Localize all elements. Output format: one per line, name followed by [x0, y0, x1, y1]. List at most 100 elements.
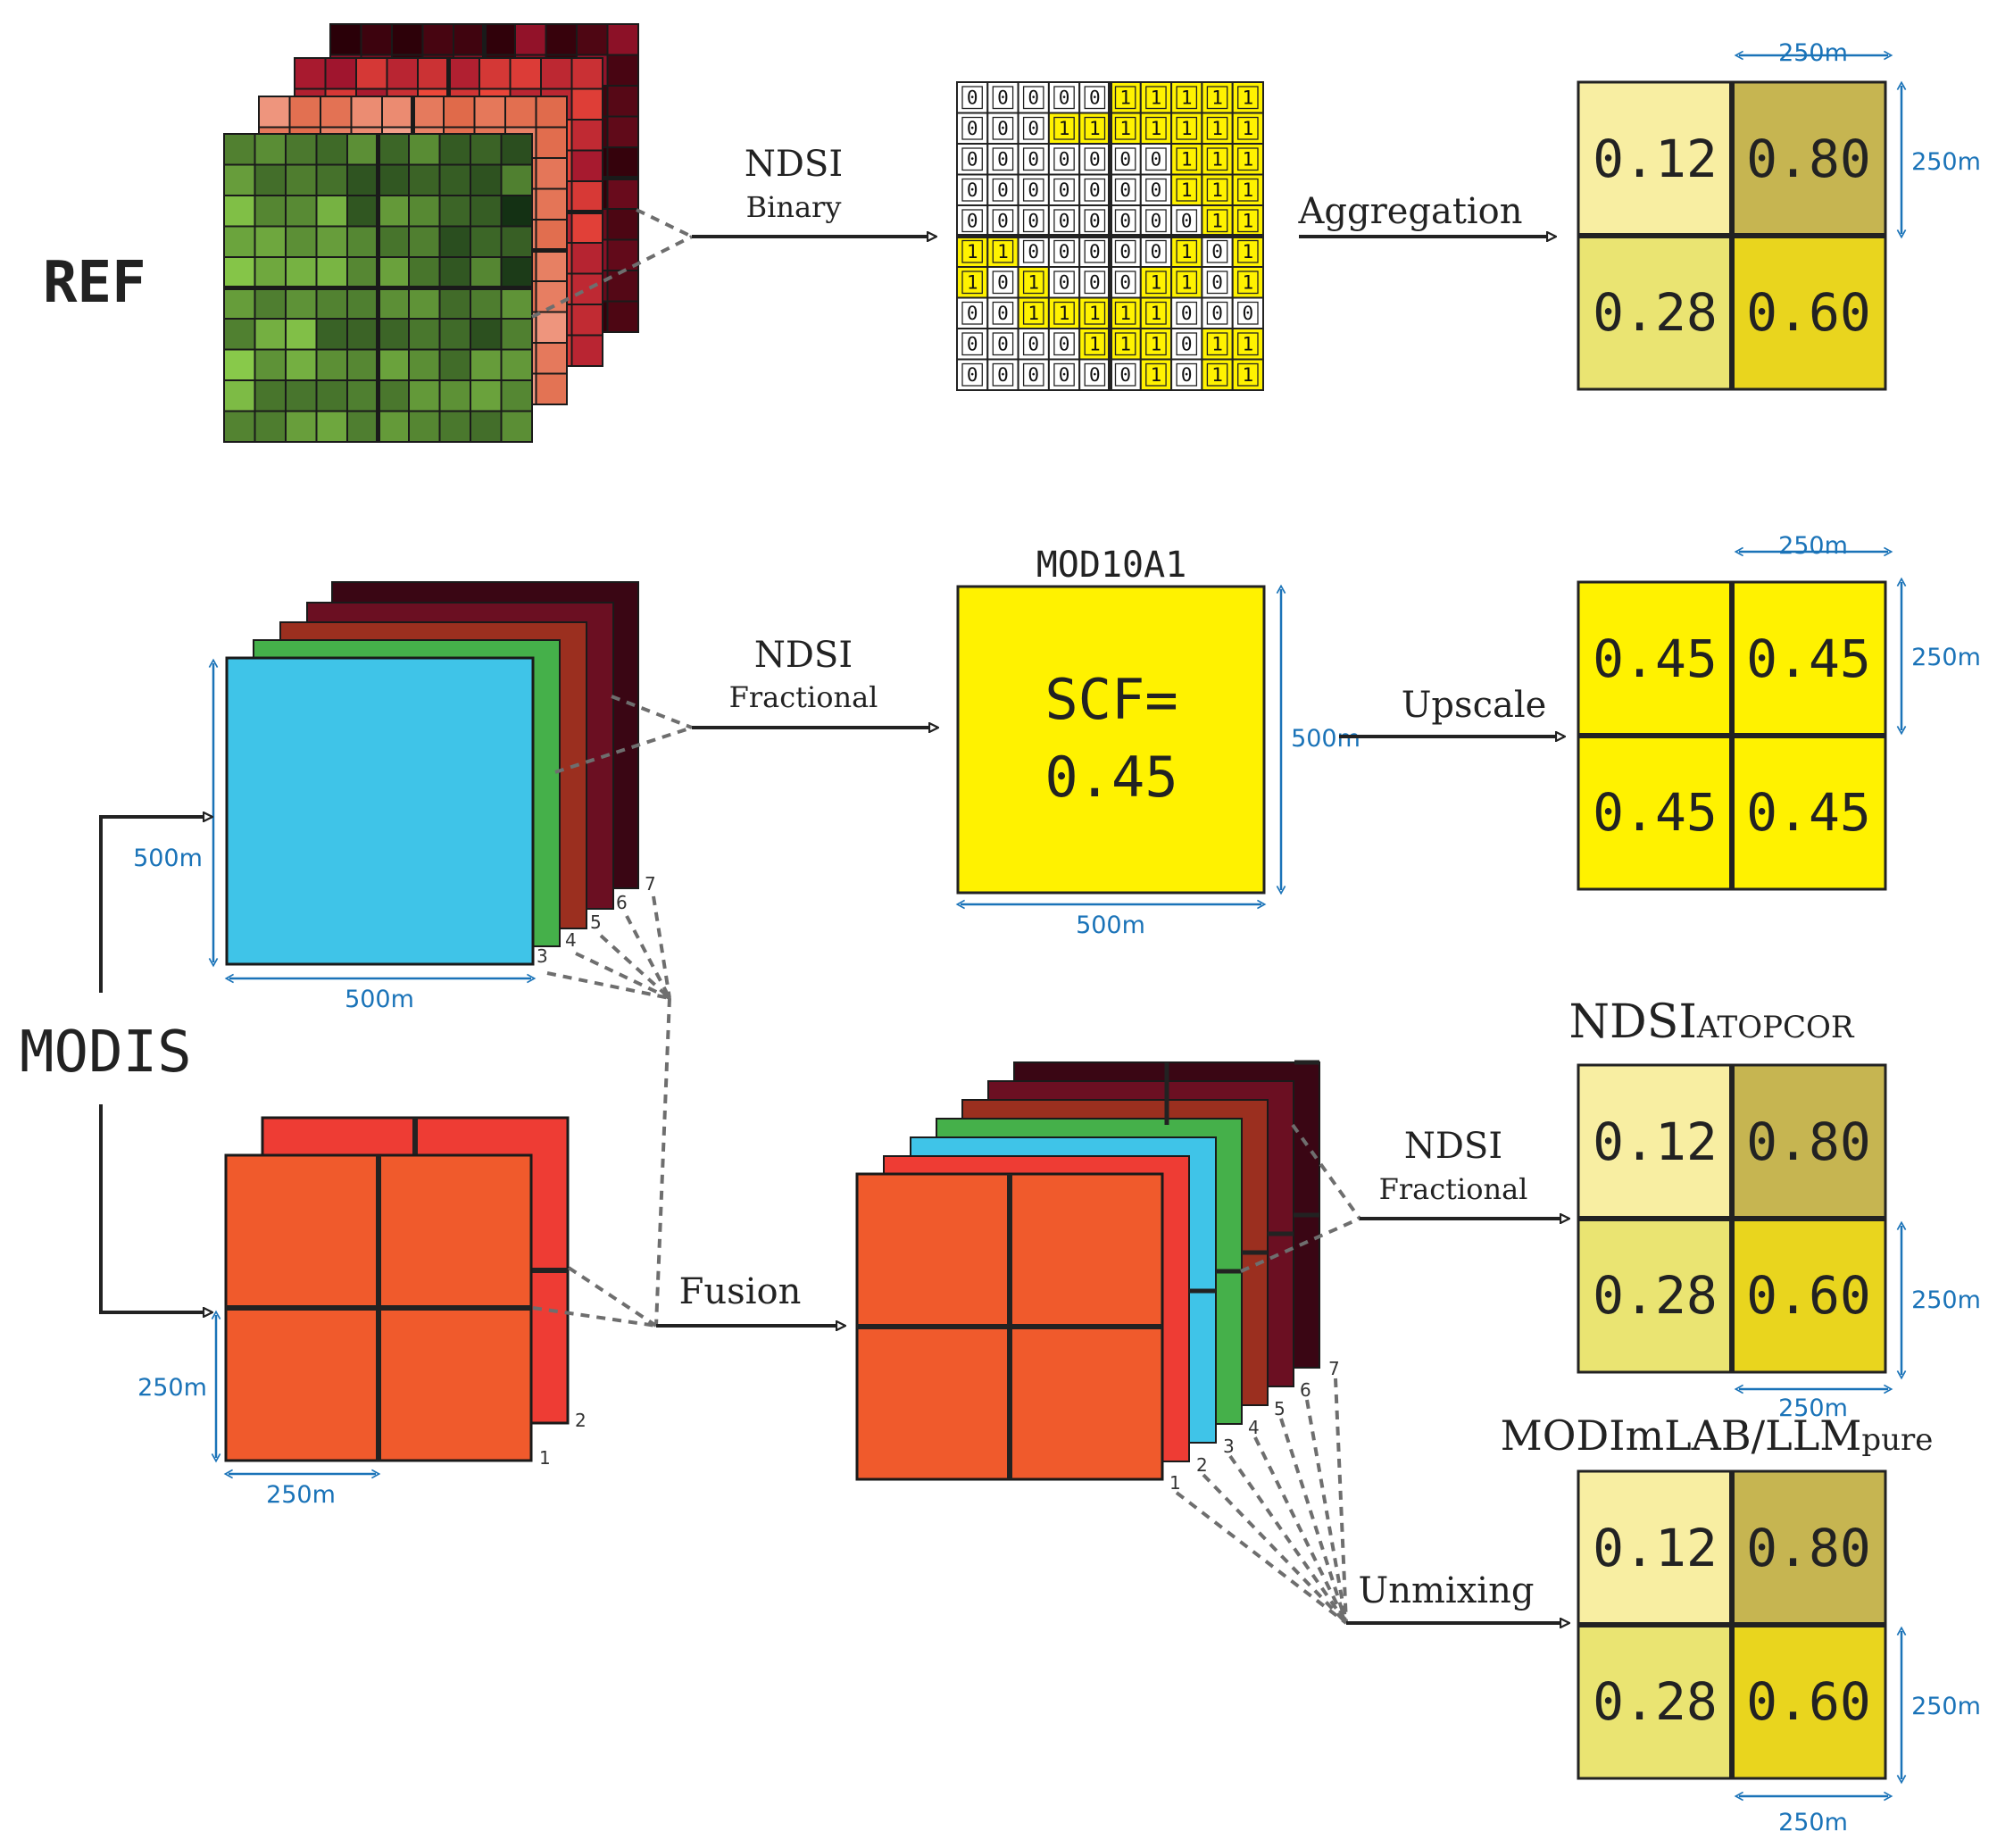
ref-pixel [223, 195, 256, 228]
band-number: 5 [590, 912, 602, 933]
result-cell [1732, 1471, 1885, 1625]
ref-pixel [315, 195, 348, 228]
result-cell [1732, 236, 1885, 389]
binary-cell-frame [1237, 301, 1259, 325]
ref-band-stack [223, 23, 639, 443]
ref-pixel [285, 225, 318, 258]
ref-pixel [438, 225, 471, 258]
binary-cell-value: 0 [1181, 364, 1193, 386]
ref-pixel [285, 163, 318, 196]
ref-pixel [223, 379, 256, 412]
result-cell [1578, 1625, 1732, 1778]
ref-pixel [254, 379, 287, 412]
ref-pixel [223, 348, 256, 381]
ref-pixel [438, 287, 471, 320]
modimlab-llm-title: MODImLAB/LLMpure [1501, 1411, 1934, 1460]
binary-cell-frame [1176, 271, 1198, 295]
result-cell-value: 0.80 [1746, 129, 1871, 189]
binary-cell-frame [1145, 271, 1167, 295]
binary-cell-value: 1 [1181, 148, 1193, 170]
ref-pixel [570, 57, 603, 90]
result-cell-value: 0.28 [1593, 282, 1718, 343]
binary-cell-frame [1145, 239, 1167, 263]
aggregation-label: Aggregation [1297, 191, 1522, 232]
ref-pixel [500, 256, 533, 289]
binary-cell-frame [1176, 209, 1198, 233]
ref-pixel [223, 225, 256, 258]
ref-pixel [408, 256, 441, 289]
binary-cell-value: 1 [1243, 241, 1254, 262]
ref-pixel [570, 242, 603, 275]
binary-cell-frame [1022, 86, 1044, 110]
ref-pixel [470, 256, 503, 289]
binary-label: Binary [746, 190, 842, 224]
binary-cell-frame [992, 86, 1014, 110]
fused-band-numbers: 1 2 3 4 5 6 7 [1169, 1358, 1340, 1494]
binary-cell-value: 0 [1059, 87, 1070, 108]
binary-cell-frame [1022, 271, 1044, 295]
band-number: 4 [565, 929, 577, 951]
ref-pixel [570, 272, 603, 305]
binary-cell-value: 0 [1059, 271, 1070, 293]
binary-cell-value: 1 [1211, 148, 1223, 170]
scf-value: 0.45 [1044, 745, 1177, 810]
ref-pixel [470, 195, 503, 228]
ref-pixel [377, 225, 410, 258]
ref-pixel [408, 410, 441, 443]
binary-cell-value: 1 [1151, 271, 1162, 293]
ref-pixel [438, 348, 471, 381]
binary-cell-value: 1 [1243, 333, 1254, 354]
ref-pixel [438, 318, 471, 351]
dimension-label: 500m [133, 845, 203, 872]
binary-cell-frame [1145, 301, 1167, 325]
binary-cell-frame [1206, 116, 1228, 140]
binary-cell-value: 0 [997, 333, 1009, 354]
binary-cell-frame [1084, 332, 1106, 356]
binary-cell-value: 0 [1151, 148, 1162, 170]
ref-pixel [377, 195, 410, 228]
result-cell [1732, 82, 1885, 236]
ref-connector-lines [531, 208, 693, 319]
binary-cell-value: 1 [1181, 118, 1193, 139]
binary-cell-value: 0 [997, 303, 1009, 324]
binary-cell-value: 0 [1211, 241, 1223, 262]
ref-pixel [223, 318, 256, 351]
binary-cell-frame [1022, 209, 1044, 233]
ref-pixel [285, 133, 318, 166]
binary-cell-value: 0 [1151, 241, 1162, 262]
modis-label: MODIS [20, 1020, 192, 1086]
binary-cell-frame [992, 116, 1014, 140]
ref-pixel [453, 23, 486, 56]
binary-cell-frame [1053, 178, 1075, 202]
binary-cell-value: 0 [1119, 148, 1131, 170]
binary-cell-frame [961, 239, 983, 263]
binary-cell-value: 0 [1028, 241, 1039, 262]
ref-pixel [570, 149, 603, 182]
binary-cell-frame [992, 147, 1014, 171]
result-cell-value: 0.12 [1593, 1518, 1718, 1578]
binary-cell-frame [992, 271, 1014, 295]
ref-pixel [346, 348, 379, 381]
binary-cell-value: 0 [1059, 333, 1070, 354]
result-cell [1578, 1219, 1732, 1372]
result-cell [1578, 82, 1732, 236]
result-cell-value: 0.45 [1746, 782, 1871, 843]
binary-cell-value: 1 [1243, 179, 1254, 201]
binary-cell-value: 0 [1119, 271, 1131, 293]
ref-pixel [570, 180, 603, 213]
binary-cell-value: 0 [967, 364, 978, 386]
band-number: 4 [1248, 1417, 1260, 1438]
binary-cell-frame [1084, 209, 1106, 233]
binary-cell-value: 0 [1028, 118, 1039, 139]
binary-cell-frame [1145, 116, 1167, 140]
result-cell-value: 0.80 [1746, 1111, 1871, 1172]
binary-cell-value: 0 [967, 333, 978, 354]
dimension-label: 250m [1911, 1693, 1981, 1720]
ref-pixel [606, 85, 639, 118]
ref-pixel [447, 57, 480, 90]
binary-cell-frame [1114, 147, 1136, 171]
fused-fractional-label: Fractional [1379, 1172, 1528, 1206]
binary-cell-value: 1 [1089, 333, 1101, 354]
binary-cell-frame [992, 239, 1014, 263]
binary-cell-frame [961, 271, 983, 295]
